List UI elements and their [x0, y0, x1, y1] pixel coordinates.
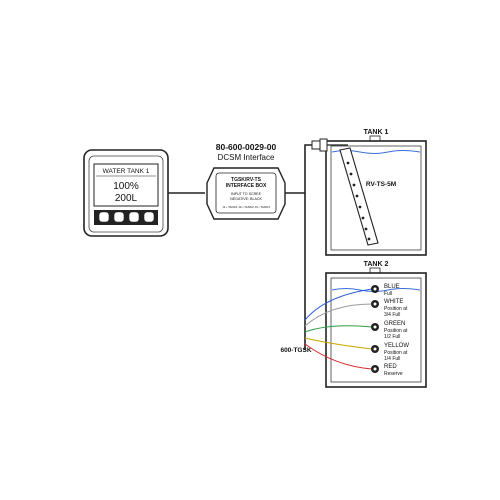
tank1-label: TANK 1 — [364, 129, 389, 136]
tank2-sensor-green-name: GREEN — [384, 321, 405, 327]
display-title: WATER TANK 1 — [103, 168, 150, 175]
display-inner-frame — [88, 155, 164, 233]
tank2-sensor-white-desc1: Position at — [384, 306, 408, 312]
tank2-sensor-yellow-desc2: 1/4 Full — [384, 356, 400, 362]
tank2-sensor-white-center — [373, 302, 377, 306]
tank2-sensor-red-desc: Reserve — [384, 371, 403, 377]
tank2-wire-red — [304, 343, 373, 370]
tank2-sensor-green: GREEN Position at 1/2 Full — [371, 321, 408, 340]
tank2: TANK 2 600-TGSK BLUE Full WHITE Position… — [280, 261, 427, 388]
tank2-sensor-white-name: WHITE — [384, 299, 403, 305]
tank1-inner-wall — [330, 145, 422, 251]
tank2-wire-white — [304, 303, 373, 327]
interface-name: DCSM Interface — [218, 153, 275, 162]
display-button-strip — [94, 210, 158, 225]
tank2-kit-label: 600-TGSK — [280, 347, 311, 354]
tank2-sensor-green-desc1: Position at — [384, 328, 408, 334]
tank2-sensor-blue-desc: Full — [384, 291, 392, 297]
interface-box: 80-600-0029-00 DCSM Interface TGSK/RV-TS… — [206, 142, 286, 220]
interface-box-line2: INTERFACE BOX — [226, 183, 267, 189]
display-unit: WATER TANK 1 100% 200L — [83, 149, 169, 237]
interface-part-number: 80-600-0029-00 — [216, 142, 277, 152]
interface-box-line3: INPUT TO SCREE — [231, 192, 262, 196]
tank2-sensor-blue: BLUE Full — [371, 284, 400, 297]
tank2-sensor-yellow-center — [373, 347, 377, 351]
tank1-connector-nut — [319, 138, 328, 152]
display-screen — [93, 163, 159, 207]
tank2-sensor-blue-center — [373, 287, 377, 291]
display-button-4 — [143, 211, 155, 223]
tank2-sensor-red-center — [373, 367, 377, 371]
tank2-wire-green — [304, 325, 373, 333]
tank2-wire-yellow — [304, 337, 373, 350]
interface-box-pins: J1 • TANK1 J2 • TANK2 J3 • TANK3 — [222, 205, 270, 209]
tank1-sensor-label: RV-TS-5M — [366, 181, 396, 188]
tank2-sensor-blue-name: BLUE — [384, 284, 400, 290]
display-buttons — [98, 211, 155, 223]
tank1-connector — [311, 140, 321, 150]
cable-interface-to-tank1 — [285, 144, 312, 194]
tank2-sensor-white-desc2: 3/4 Full — [384, 312, 400, 318]
display-button-2 — [113, 211, 125, 223]
display-percent: 100% — [113, 181, 139, 192]
tank2-sensor-green-desc2: 1/2 Full — [384, 334, 400, 340]
tank2-wire-blue — [304, 288, 373, 321]
tank2-sensor-yellow-desc1: Position at — [384, 350, 408, 356]
tank1-sensor-contacts — [346, 161, 371, 241]
tank2-sensor-red-name: RED — [384, 364, 397, 370]
tank2-inner-wall — [330, 277, 422, 383]
tank2-label: TANK 2 — [364, 261, 389, 268]
tank1-sensor-strip — [339, 147, 379, 246]
interface-box-line4: NEGATIVE: BLACK — [230, 197, 262, 201]
interface-label-panel — [215, 172, 277, 214]
tank2-sensor-yellow: YELLOW Position at 1/4 Full — [371, 343, 409, 362]
tank2-sensor-green-center — [373, 325, 377, 329]
interface-box-line1: TGSK/RV-TS — [231, 177, 262, 183]
display-button-3 — [128, 211, 140, 223]
tank2-sensor-white: WHITE Position at 3/4 Full — [371, 299, 408, 318]
display-button-1 — [98, 211, 110, 223]
interface-housing — [206, 167, 286, 220]
display-volume: 200L — [115, 193, 138, 204]
tank2-sensor-yellow-name: YELLOW — [384, 343, 409, 349]
tank2-sensor-red: RED Reserve — [371, 364, 403, 377]
tank1: TANK 1 RV-TS-5M — [311, 129, 427, 256]
